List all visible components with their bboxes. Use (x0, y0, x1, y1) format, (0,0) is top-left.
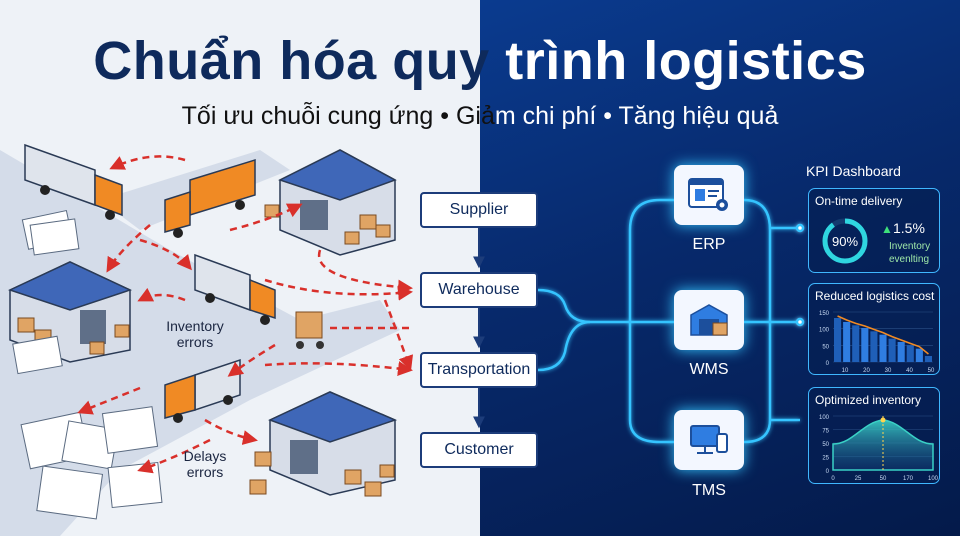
x-tick-label: 50 (880, 476, 887, 482)
change-value: 1.5% (893, 220, 925, 236)
trend-line (837, 315, 929, 355)
gauge-value: 90% (832, 234, 858, 249)
tms-monitor-icon (690, 425, 728, 454)
warehouse-icon (249, 391, 398, 497)
cost-bar (861, 328, 869, 362)
cost-bar (843, 322, 851, 362)
process-box-customer: Customer (420, 432, 538, 468)
y-tick-label: 50 (822, 442, 829, 448)
cost-bar (834, 318, 842, 362)
cost-bar-chart: 150 100 50 0 10 20 30 40 50 (819, 311, 935, 374)
ontime-delivery-card: On-time delivery 90% ▲ 1.5% Inventory ev… (808, 188, 940, 273)
page-subtitle: Tối ưu chuỗi cung ứng • Giảm chi phí • T… (181, 102, 779, 130)
wms-card (674, 290, 744, 350)
erp-label: ERP (692, 236, 726, 253)
x-tick-label: 25 (855, 476, 862, 482)
warehouse-icon (264, 149, 397, 256)
y-tick-label: 75 (822, 429, 829, 435)
pallet-cart-icon (295, 311, 324, 349)
process-box-transportation: Transportation (420, 352, 538, 388)
y-tick-label: 150 (819, 311, 830, 317)
tms-card (674, 410, 744, 470)
y-tick-label: 50 (822, 344, 829, 350)
truck-icon (194, 253, 276, 325)
cost-label: Reduced logistics cost (815, 289, 935, 303)
y-tick-label: 100 (819, 328, 830, 334)
x-tick-label: 20 (863, 368, 870, 374)
truck-icon (24, 143, 123, 220)
truck-icon (164, 158, 256, 238)
y-tick-label: 25 (822, 456, 829, 462)
inventory-label: Optimized inventory (815, 393, 922, 407)
process-box-warehouse: Warehouse (420, 272, 538, 308)
page-title: Chuẩn hóa quy trình logistics (93, 31, 867, 91)
kpi-dashboard-title: KPI Dashboard (806, 163, 901, 179)
cost-bar (915, 348, 923, 362)
x-tick-label: 30 (885, 368, 892, 374)
x-tick-label: 170 (903, 476, 914, 482)
ontime-caption-2: evenlting (889, 254, 929, 265)
cost-bar (897, 342, 905, 362)
cost-bar (879, 334, 887, 362)
y-tick-label: 0 (826, 361, 830, 367)
cost-bar (924, 356, 932, 362)
erp-card (674, 165, 744, 225)
cost-bar (888, 338, 896, 362)
y-tick-label: 0 (826, 469, 830, 475)
ontime-gauge: 90% ▲ 1.5% Inventory evenlting (822, 218, 930, 265)
x-tick-label: 40 (906, 368, 913, 374)
cost-bar (870, 331, 878, 362)
warehouse-icon (7, 261, 133, 363)
x-tick-label: 10 (842, 368, 849, 374)
inventory-area-chart: 100 75 50 25 00 25 50 170 100 (819, 415, 939, 482)
x-tick-label: 0 (831, 476, 835, 482)
x-tick-label: 100 (928, 476, 939, 482)
cost-bar (906, 345, 914, 362)
process-box-supplier: Supplier (420, 192, 538, 228)
connector-lines (537, 198, 805, 444)
wms-warehouse-icon (690, 304, 728, 336)
problem-arrows (77, 155, 414, 474)
y-tick-label: 100 (819, 415, 830, 421)
highlight-point (880, 417, 886, 423)
up-arrow-icon: ▲ (881, 222, 893, 236)
cost-bar (852, 325, 860, 362)
gauge-arc (822, 218, 868, 264)
ontime-label: On-time delivery (815, 194, 903, 208)
x-tick-label: 50 (928, 368, 935, 374)
wms-label: WMS (689, 361, 729, 378)
cost-card: Reduced logistics cost 150 100 50 0 10 20 30 40… (808, 283, 940, 375)
tms-label: TMS (692, 482, 726, 499)
erp-browser-icon (688, 178, 728, 211)
ontime-caption-1: Inventory (889, 241, 930, 252)
documents-icon (12, 209, 163, 520)
